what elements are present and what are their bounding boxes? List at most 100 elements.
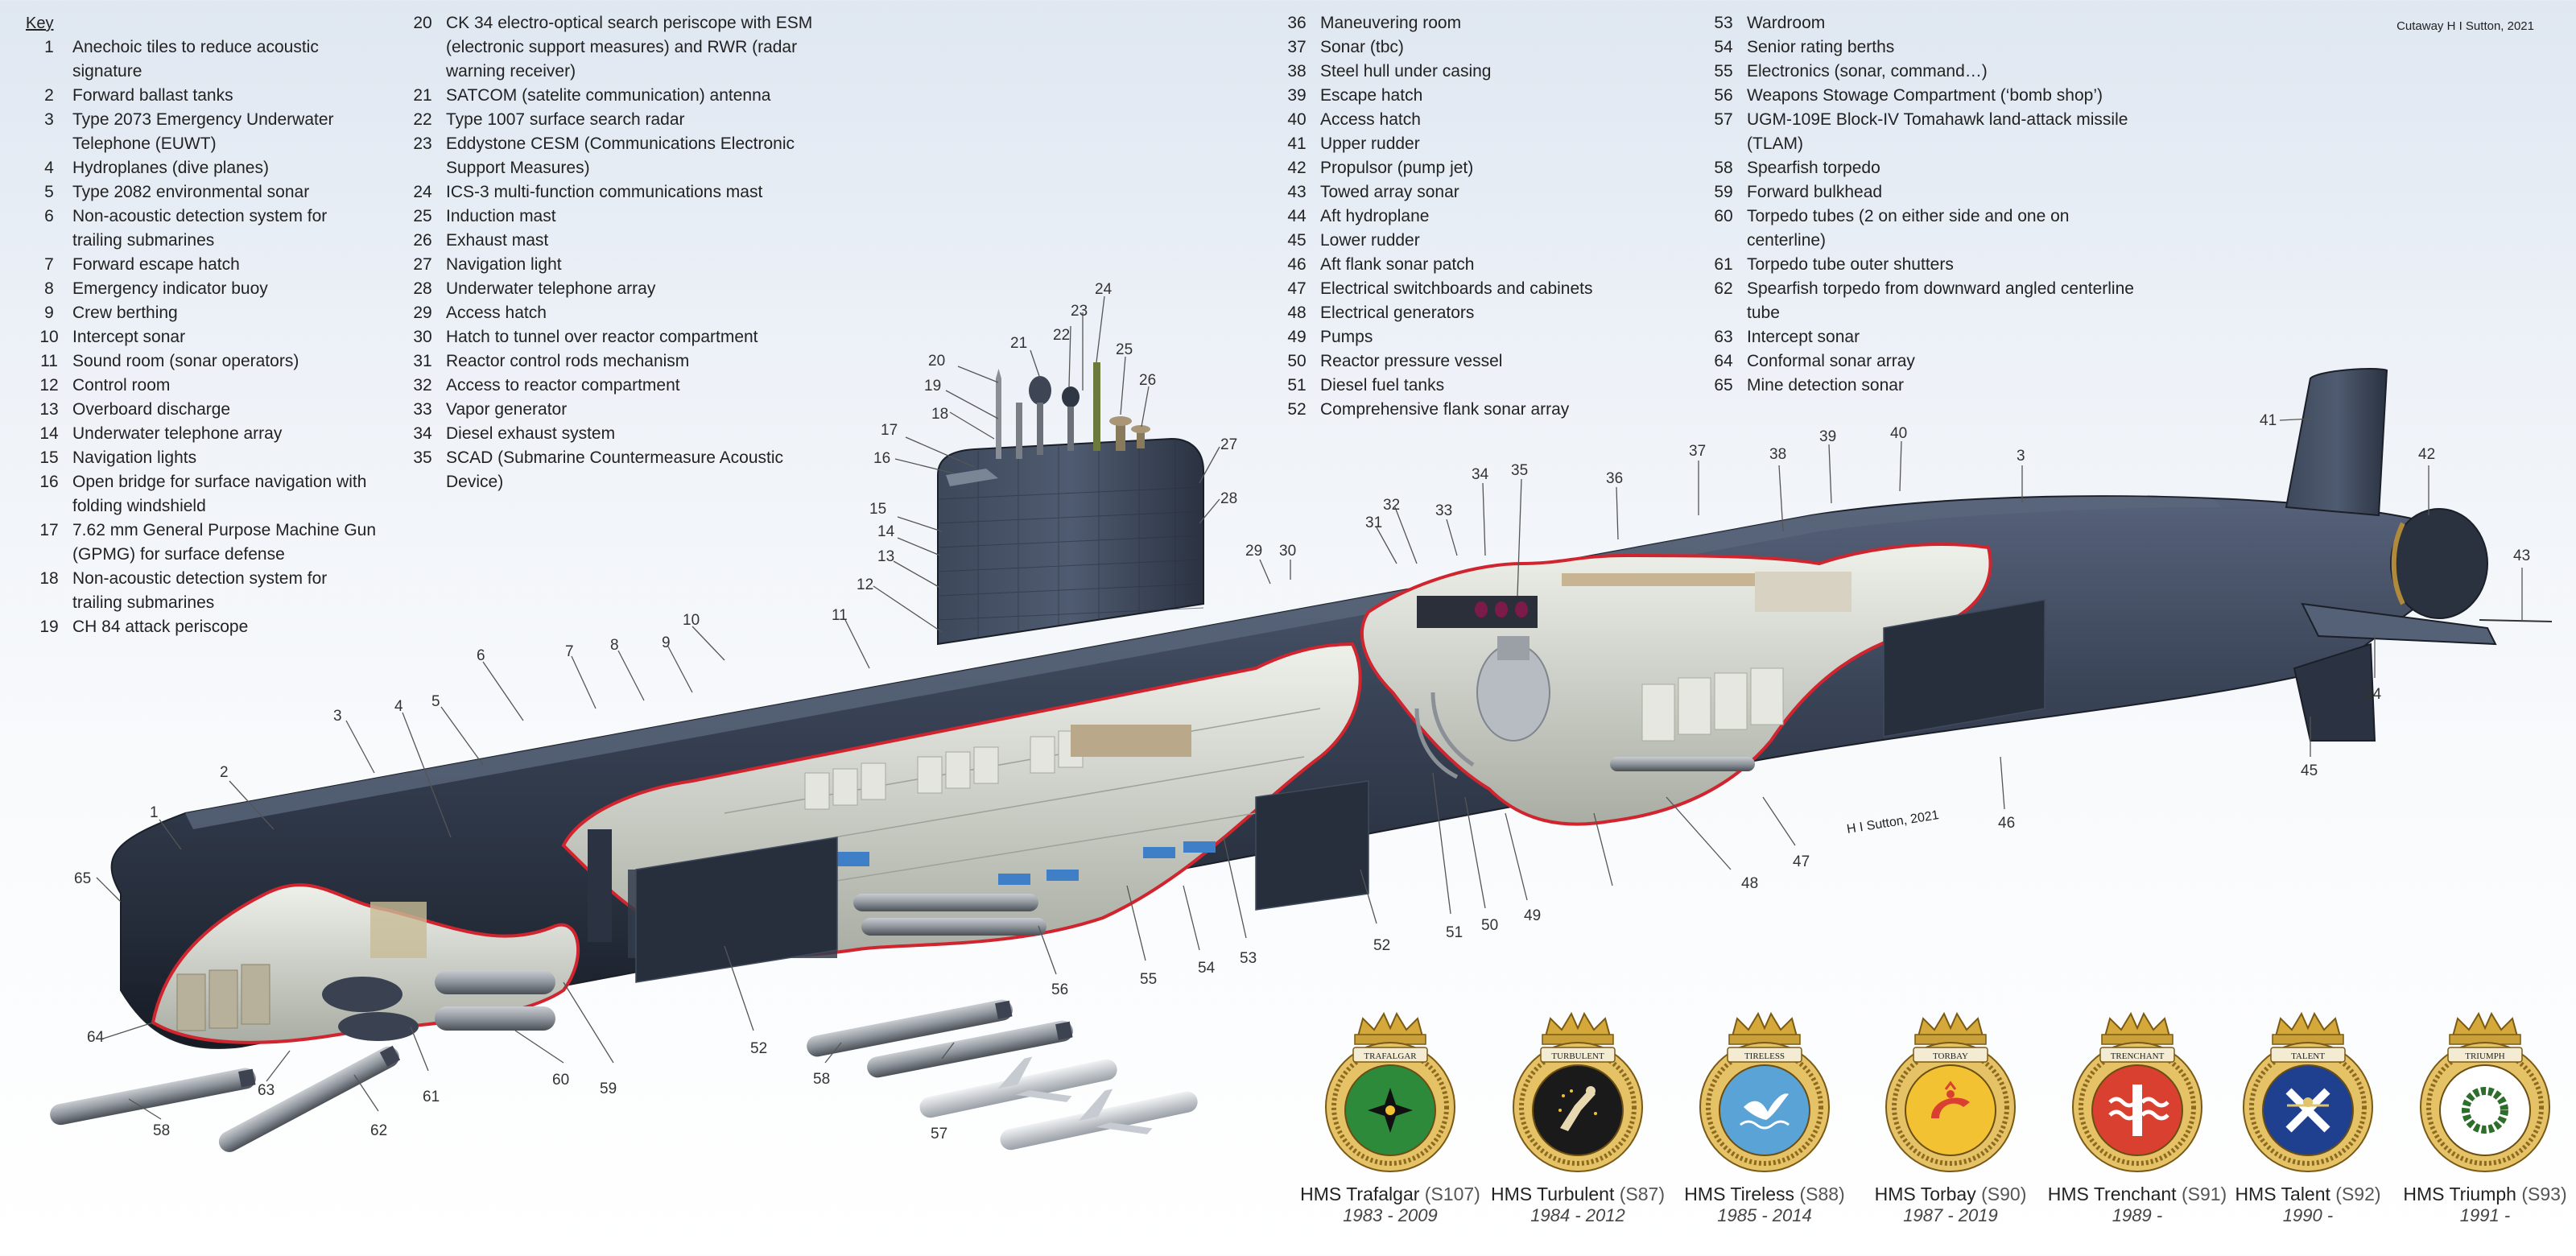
key-item-text: Non-acoustic detection system for traili…	[72, 207, 328, 250]
callout-42: 42	[2418, 446, 2435, 463]
key-item-text: Weapons Stowage Compartment (‘bomb shop’…	[1747, 86, 2103, 105]
key-item-number: 58	[1714, 159, 1733, 177]
key-item-text: Induction mast	[446, 207, 556, 225]
key-item-number: 6	[44, 207, 54, 225]
key-item-text: Forward ballast tanks	[72, 86, 233, 105]
key-item-number: 53	[1714, 14, 1733, 32]
key-item: 6 Non-acoustic detection system for trail…	[26, 205, 380, 253]
key-item: 11 Sound room (sonar operators)	[26, 349, 380, 374]
boat-name: HMS Triumph	[2403, 1184, 2516, 1204]
key-item-text: Underwater telephone array	[446, 279, 656, 298]
key-item-text: Aft flank sonar patch	[1320, 255, 1475, 274]
callout-59: 59	[600, 1080, 617, 1097]
crest-boat-name: HMS Tireless (S88)	[1672, 1184, 1857, 1205]
key-item-number: 64	[1714, 352, 1733, 370]
key-item-number: 54	[1714, 38, 1733, 56]
key-item: 1 Anechoic tiles to reduce acoustic signa…	[26, 35, 380, 84]
callout-56: 56	[1051, 981, 1068, 998]
boat-pennant: (S93)	[2521, 1184, 2567, 1204]
crest-motto: TRENCHANT	[2111, 1051, 2165, 1061]
boat-service-years: 1983 - 2009	[1343, 1205, 1438, 1225]
callout-45: 45	[2301, 762, 2318, 779]
key-item-number: 32	[413, 376, 432, 395]
key-item-text: Vapor generator	[446, 400, 568, 419]
key-item-text: Overboard discharge	[72, 400, 231, 419]
callout-14: 14	[877, 523, 895, 540]
key-item-number: 20	[413, 14, 432, 32]
cutaway-forward	[151, 883, 580, 1044]
key-item-text: Mine detection sonar	[1747, 376, 1904, 395]
crest-badge-icon: TIRELESS	[1699, 1011, 1830, 1172]
key-item-text: Steel hull under casing	[1320, 62, 1492, 81]
crest-badge-icon: TALENT	[2243, 1011, 2373, 1172]
key-item-text: Sound room (sonar operators)	[72, 352, 299, 370]
callout-19: 19	[924, 378, 941, 395]
key-item-text: Anechoic tiles to reduce acoustic signat…	[72, 38, 319, 81]
key-item-number: 11	[40, 352, 58, 370]
key-item-number: 30	[413, 328, 432, 346]
boat-name: HMS Torbay	[1874, 1184, 1976, 1204]
key-item-number: 4	[44, 159, 54, 177]
key-item-number: 44	[1287, 207, 1307, 225]
key-item-number: 15	[39, 448, 59, 467]
key-item-text: Lower rudder	[1320, 231, 1420, 250]
key-item-text: Propulsor (pump jet)	[1320, 159, 1474, 177]
spearfish-torpedo-center-2	[867, 1020, 1073, 1078]
callout-29: 29	[1245, 543, 1262, 560]
callout-18: 18	[931, 406, 948, 423]
key-item-text: Access to reactor compartment	[446, 376, 680, 395]
key-item: 46 Aft flank sonar patch	[1274, 253, 1660, 277]
key-item-text: SATCOM (satelite communication) antenna	[446, 86, 771, 105]
callout-16: 16	[873, 450, 890, 467]
callout-34: 34	[1472, 466, 1489, 483]
key-item-number: 10	[39, 328, 59, 346]
key-item-number: 46	[1287, 255, 1307, 274]
callout-55: 55	[1140, 971, 1157, 988]
crest-badge-icon: TURBULENT	[1513, 1011, 1643, 1172]
key-item-number: 55	[1714, 62, 1733, 81]
key-item-text: Towed array sonar	[1320, 183, 1459, 201]
crest-boat-name: HMS Trafalgar (S107)	[1298, 1184, 1483, 1205]
key-item-number: 18	[39, 569, 59, 588]
key-item-number: 36	[1287, 14, 1307, 32]
key-item-number: 1	[44, 38, 54, 56]
key-item-text: Maneuvering room	[1320, 14, 1462, 32]
boat-pennant: (S90)	[1981, 1184, 2027, 1204]
key-item-text: Navigation light	[446, 255, 562, 274]
key-item-number: 26	[413, 231, 432, 250]
key-item-number: 16	[39, 473, 59, 491]
callout-1: 1	[150, 804, 159, 821]
callout-41: 41	[2260, 412, 2277, 429]
callout-52b: 52	[750, 1040, 767, 1057]
key-item-text: SCAD (Submarine Countermeasure Acoustic …	[446, 448, 784, 491]
callout-2: 2	[220, 764, 229, 781]
callout-11: 11	[832, 607, 848, 624]
crest-motto: TALENT	[2291, 1051, 2325, 1061]
key-item-text: Electronics (sonar, command…)	[1747, 62, 1988, 81]
key-item-text: Intercept sonar	[1747, 328, 1860, 346]
key-item-text: Sonar (tbc)	[1320, 38, 1404, 56]
masts	[996, 362, 1150, 459]
